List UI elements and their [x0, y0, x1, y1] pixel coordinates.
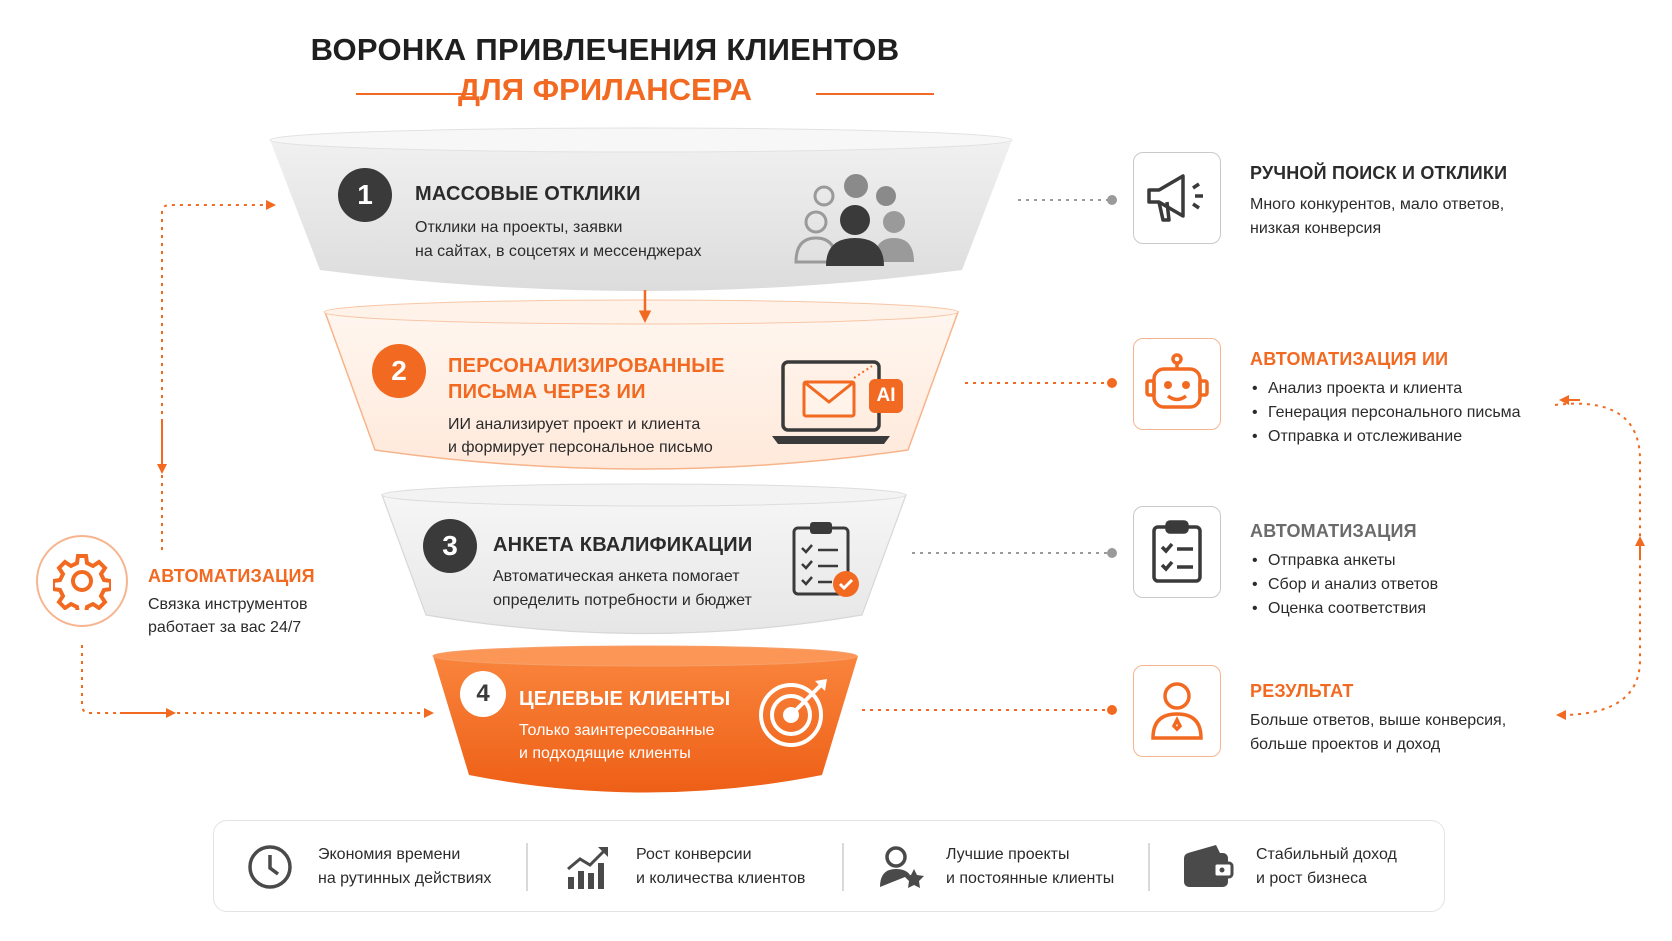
right-1-title: РУЧНОЙ ПОИСК И ОТКЛИКИ — [1250, 163, 1508, 183]
right-2-list: Анализ проекта и клиента Генерация персо… — [1250, 377, 1521, 449]
benefit-2: Рост конверсии и количества клиентов — [564, 821, 805, 913]
right-4-desc-2: больше проектов и доход — [1250, 736, 1441, 753]
benefit-1: Экономия времени на рутинных действиях — [246, 821, 491, 913]
title-line-left — [356, 93, 474, 95]
right-card-3 — [1133, 506, 1221, 598]
benefit-divider — [842, 843, 844, 891]
right-card-4 — [1133, 665, 1221, 757]
stage-4-desc-2: и подходящие клиенты — [519, 745, 691, 762]
user-star-icon — [880, 846, 924, 888]
benefit-2-line-1: Рост конверсии — [636, 846, 752, 863]
growth-chart-icon — [567, 847, 608, 889]
title-line-right — [816, 93, 934, 95]
right-4-desc-1: Больше ответов, выше конверсия, — [1250, 712, 1507, 729]
automation-gear-circle — [36, 535, 128, 627]
right-3-list: Отправка анкеты Сбор и анализ ответов Оц… — [1250, 549, 1438, 621]
benefit-divider — [526, 843, 528, 891]
stage-1-desc-2: на сайтах, в соцсетях и мессенджерах — [415, 243, 702, 260]
benefit-1-line-2: на рутинных действиях — [318, 870, 492, 887]
right-3-item-2: Сбор и анализ ответов — [1250, 573, 1438, 597]
right-2-item-1: Анализ проекта и клиента — [1250, 377, 1521, 401]
funnel-stage-3-shape — [381, 494, 907, 635]
stage-2-title-1: ПЕРСОНАЛИЗИРОВАННЫЕ — [448, 355, 725, 377]
clipboard-check-icon — [792, 522, 859, 597]
stage-3-desc-1: Автоматическая анкета помогает — [493, 568, 740, 585]
benefit-2-line-2: и количества клиентов — [636, 870, 806, 887]
wallet-icon — [1184, 845, 1234, 887]
stage-2-desc-2: и формирует персональное письмо — [448, 439, 713, 456]
laptop-email-ai-icon — [772, 360, 890, 444]
stage-1-number: 1 — [338, 168, 392, 222]
stage-4-number: 4 — [460, 671, 506, 717]
benefit-4: Стабильный доход и рост бизнеса — [1182, 821, 1397, 913]
left-automation-desc-2: работает за вас 24/7 — [148, 619, 302, 636]
benefit-1-line-1: Экономия времени — [318, 846, 461, 863]
benefit-4-line-2: и рост бизнеса — [1256, 870, 1368, 887]
right-card-2 — [1133, 338, 1221, 430]
funnel-stage-1-shape — [270, 129, 1012, 291]
people-group-icon — [794, 174, 914, 266]
benefits-bar: Экономия времени на рутинных действиях Р… — [213, 820, 1445, 912]
right-card-1 — [1133, 152, 1221, 244]
stage-2-number: 2 — [372, 344, 426, 398]
right-3-item-1: Отправка анкеты — [1250, 549, 1438, 573]
robot-icon — [1145, 353, 1209, 409]
stage-4-desc-1: Только заинтересованные — [519, 722, 715, 739]
benefit-3: Лучшие проекты и постоянные клиенты — [878, 821, 1114, 913]
stage-3-title: АНКЕТА КВАЛИФИКАЦИИ — [493, 534, 753, 556]
funnel-stage-4-shape — [433, 656, 858, 793]
stage-4-title: ЦЕЛЕВЫЕ КЛИЕНТЫ — [519, 688, 731, 710]
stage-3-desc-2: определить потребности и бюджет — [493, 592, 752, 609]
ai-badge: AI — [869, 379, 903, 413]
right-3-title: АВТОМАТИЗАЦИЯ — [1250, 521, 1417, 541]
megaphone-icon — [1147, 174, 1203, 222]
user-icon — [1151, 682, 1203, 740]
right-2-item-3: Отправка и отслеживание — [1250, 425, 1521, 449]
left-automation-desc-1: Связка инструментов — [148, 596, 308, 613]
benefit-3-line-2: и постоянные клиенты — [946, 870, 1115, 887]
right-4-title: РЕЗУЛЬТАТ — [1250, 681, 1354, 701]
page-title: ВОРОНКА ПРИВЛЕЧЕНИЯ КЛИЕНТОВ — [310, 32, 900, 67]
clock-icon — [248, 845, 292, 889]
stage-2-title-2: ПИСЬМА ЧЕРЕЗ ИИ — [448, 381, 646, 403]
benefit-4-line-1: Стабильный доход — [1256, 846, 1397, 863]
gear-icon — [53, 554, 111, 610]
right-2-title: АВТОМАТИЗАЦИЯ ИИ — [1250, 349, 1449, 369]
stage-1-desc-1: Отклики на проекты, заявки — [415, 219, 623, 236]
checklist-icon — [1152, 520, 1202, 583]
benefit-divider — [1148, 843, 1150, 891]
stage-1-title: МАССОВЫЕ ОТКЛИКИ — [415, 183, 641, 205]
right-1-desc-2: низкая конверсия — [1250, 220, 1382, 237]
benefit-3-line-1: Лучшие проекты — [946, 846, 1070, 863]
left-automation-title: АВТОМАТИЗАЦИЯ — [148, 566, 315, 586]
target-arrow-icon — [759, 679, 827, 747]
right-3-item-3: Оценка соответствия — [1250, 597, 1438, 621]
page-subtitle: ДЛЯ ФРИЛАНСЕРА — [457, 72, 753, 107]
stage-3-number: 3 — [423, 519, 477, 573]
stage-2-desc-1: ИИ анализирует проект и клиента — [448, 416, 701, 433]
right-1-desc-1: Много конкурентов, мало ответов, — [1250, 196, 1505, 213]
right-2-item-2: Генерация персонального письма — [1250, 401, 1521, 425]
